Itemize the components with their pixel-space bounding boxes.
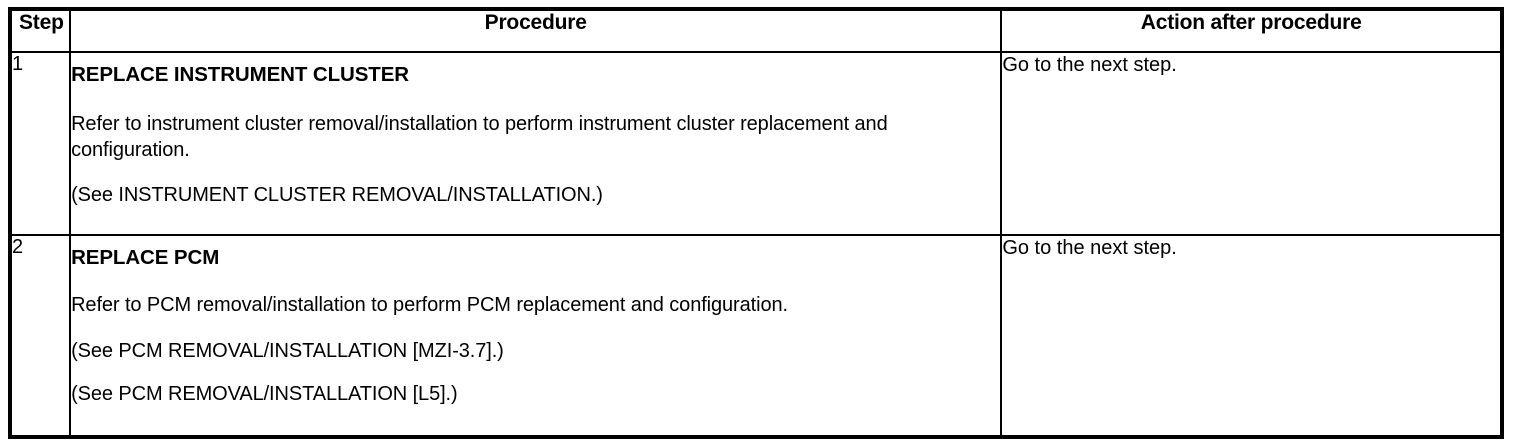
step-number: 1 [8, 51, 72, 236]
column-header-procedure: Procedure [69, 8, 1003, 53]
procedure-title: REPLACE INSTRUMENT CLUSTER [71, 63, 410, 86]
table-row: 1 REPLACE INSTRUMENT CLUSTER Refer to in… [8, 51, 1503, 236]
procedure-reference: (See PCM REMOVAL/INSTALLATION [L5].) [71, 383, 458, 406]
procedure-reference: (See INSTRUMENT CLUSTER REMOVAL/INSTALLA… [71, 184, 603, 207]
column-header-step: Step [8, 8, 72, 53]
procedure-description: Refer to PCM removal/installation to per… [71, 293, 788, 316]
procedure-cell: REPLACE PCM Refer to PCM removal/install… [69, 233, 1003, 439]
table-header: Step Procedure Action after procedure [8, 8, 1503, 53]
procedure-table: Step Procedure Action after procedure 1 … [8, 7, 1504, 439]
table-row: 2 REPLACE PCM Refer to PCM removal/insta… [8, 233, 1503, 439]
action-after-procedure: Go to the next step. [1000, 51, 1503, 236]
procedure-title: REPLACE PCM [71, 245, 220, 269]
table-header-row: Step Procedure Action after procedure [8, 8, 1503, 53]
column-header-action: Action after procedure [1000, 8, 1503, 53]
procedure-cell: REPLACE INSTRUMENT CLUSTER Refer to inst… [69, 51, 1003, 236]
procedure-description: Refer to instrument cluster removal/inst… [71, 113, 888, 161]
table-body: 1 REPLACE INSTRUMENT CLUSTER Refer to in… [8, 51, 1503, 439]
action-after-procedure: Go to the next step. [1000, 233, 1503, 439]
step-number: 2 [8, 233, 72, 439]
procedure-reference: (See PCM REMOVAL/INSTALLATION [MZI-3.7].… [71, 339, 504, 362]
